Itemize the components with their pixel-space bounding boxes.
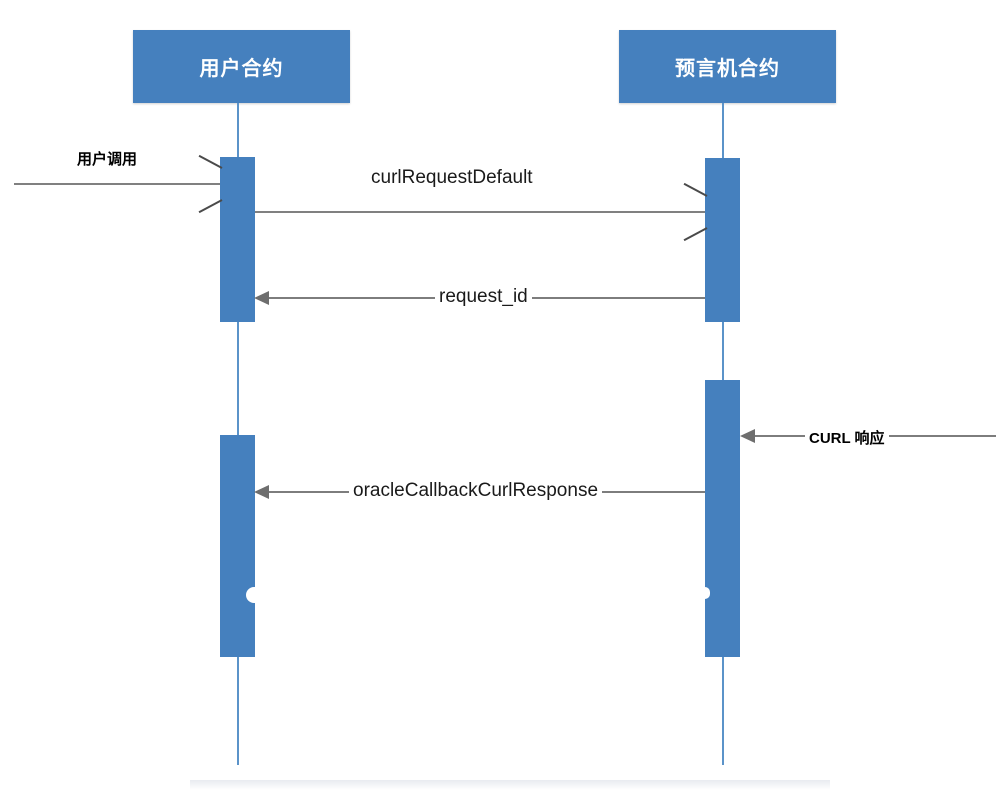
activation-notch-oracle-contract-2 (705, 587, 710, 599)
activation-bar-oracle-contract-1[interactable] (705, 158, 740, 322)
message-line-curl-request-default[interactable] (255, 211, 705, 213)
arrowhead-solid-curl-response (740, 429, 755, 443)
arrowhead-solid-oracle-callback-curl-response (254, 485, 269, 499)
arrowhead-open-curl-request-default (681, 182, 708, 242)
message-label-curl-response: CURL 响应 (805, 427, 889, 448)
arrowhead-solid-request-id (254, 291, 269, 305)
message-line-user-invoke[interactable] (14, 183, 220, 185)
activation-bar-user-contract-2[interactable] (220, 435, 255, 657)
activation-notch-user-contract-2 (246, 587, 255, 603)
participant-label-oracle-contract: 预言机合约 (675, 58, 780, 80)
participant-label-user-contract: 用户合约 (199, 58, 284, 80)
participant-box-user-contract[interactable]: 用户合约 (133, 30, 350, 103)
bottom-shadow (190, 780, 830, 790)
arrowhead-open-user-invoke (196, 154, 223, 214)
message-label-oracle-callback-curl-response: oracleCallbackCurlResponse (349, 480, 603, 502)
message-label-user-invoke: 用户调用 (73, 148, 142, 169)
activation-bar-user-contract-1[interactable] (220, 157, 255, 322)
lifeline-user-contract (237, 103, 239, 765)
message-label-curl-request-default: curlRequestDefault (367, 167, 537, 189)
message-label-request-id: request_id (435, 286, 532, 308)
activation-bar-oracle-contract-2[interactable] (705, 380, 740, 657)
participant-box-oracle-contract[interactable]: 预言机合约 (619, 30, 836, 103)
